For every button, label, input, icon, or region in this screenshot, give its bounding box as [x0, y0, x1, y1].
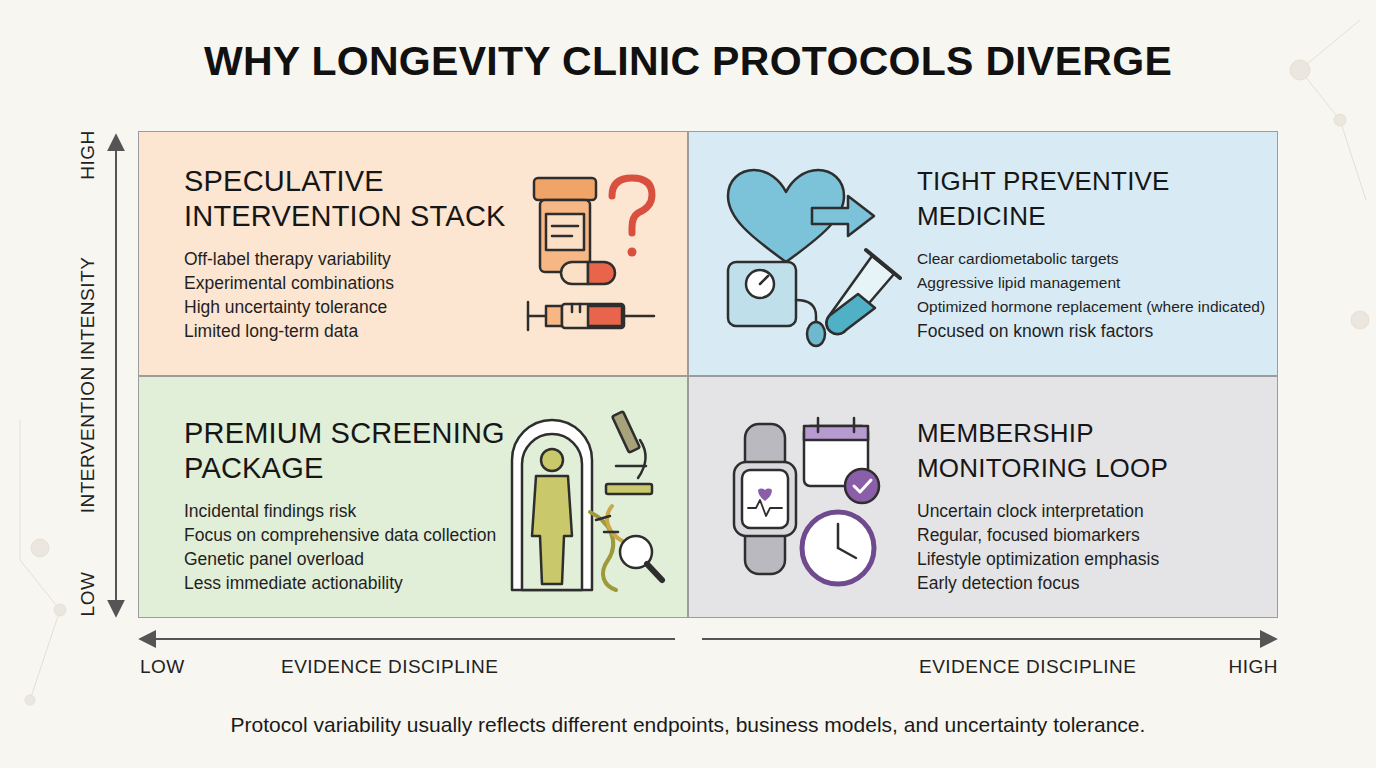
axis-label: EVIDENCE DISCIPLINE [281, 656, 499, 678]
quadrant-bullet: Lifestyle optimization emphasis [917, 547, 1268, 571]
diagram-caption: Protocol variability usually reflects di… [0, 713, 1376, 737]
axis-label: EVIDENCE DISCIPLINE [919, 656, 1137, 678]
pill-bottle-icon [534, 178, 596, 272]
test-tube-icon [827, 250, 900, 334]
axis-label: HIGH [1229, 656, 1279, 678]
dna-icon [590, 506, 662, 590]
quadrant-heading: PREMIUM SCREENING PACKAGE [184, 416, 554, 486]
axis-label: INTERVENTION INTENSITY [77, 257, 99, 514]
heart-icon [728, 170, 874, 262]
scanner-icon [512, 420, 592, 590]
diagram-title: WHY LONGEVITY CLINIC PROTOCOLS DIVERGE [0, 38, 1376, 85]
text-column: SPECULATIVE INTERVENTION STACK Off-label … [184, 164, 554, 343]
text-column: TIGHT PREVENTIVE MEDICINE Clear cardiomet… [917, 164, 1268, 343]
quadrant-heading: SPECULATIVE INTERVENTION STACK [184, 164, 554, 234]
horizontal-axis-low [140, 638, 675, 640]
quadrant-heading: TIGHT PREVENTIVE MEDICINE [917, 164, 1268, 234]
quadrant-bullet: Focus on comprehensive data collection [184, 523, 554, 547]
microscope-icon [606, 411, 652, 494]
text-column: MEMBERSHIP MONITORING LOOP Uncertain cloc… [917, 416, 1268, 595]
vertical-axis [115, 135, 117, 616]
syringe-icon [528, 302, 654, 330]
calendar-icon [804, 418, 879, 503]
clock-icon [802, 512, 874, 584]
blood-pressure-cuff-icon [728, 262, 825, 346]
quadrant-bullet: Clear cardiometabolic targets [917, 247, 1268, 271]
quadrant-bullet: High uncertainty tolerance [184, 295, 554, 319]
quadrant-bullet: Optimized hormone replacement (where ind… [917, 295, 1268, 319]
quadrant-bullet: Regular, focused biomarkers [917, 523, 1268, 547]
quadrant-bullet: Early detection focus [917, 571, 1268, 595]
horizontal-axis-high [702, 638, 1276, 640]
quadrant-box: SPECULATIVE INTERVENTION STACK Off-label … [138, 131, 688, 376]
wearable-watch-icon [734, 424, 796, 574]
quadrant-heading: MEMBERSHIP MONITORING LOOP [917, 416, 1268, 486]
quadrant-bullet: Limited long-term data [184, 319, 554, 343]
quadrant-bullet: Less immediate actionability [184, 571, 554, 595]
quadrant-bullet: Genetic panel overload [184, 547, 554, 571]
axis-label: HIGH [77, 130, 99, 180]
quadrant-bullet: Aggressive lipid management [917, 271, 1268, 295]
axis-label: LOW [140, 656, 185, 678]
network-decoration [20, 20, 1369, 705]
text-column: PREMIUM SCREENING PACKAGE Incidental find… [184, 416, 554, 595]
quadrant-bullet: Uncertain clock interpretation [917, 499, 1268, 523]
question-mark-icon [612, 178, 652, 233]
capsule-icon [561, 262, 615, 284]
quadrant-bullet: Off-label therapy variability [184, 247, 554, 271]
axis-label: LOW [77, 572, 99, 617]
quadrant-bullet: Experimental combinations [184, 271, 554, 295]
quadrant-bullet: Focused on known risk factors [917, 319, 1268, 343]
quadrant-bullet: Incidental findings risk [184, 499, 554, 523]
